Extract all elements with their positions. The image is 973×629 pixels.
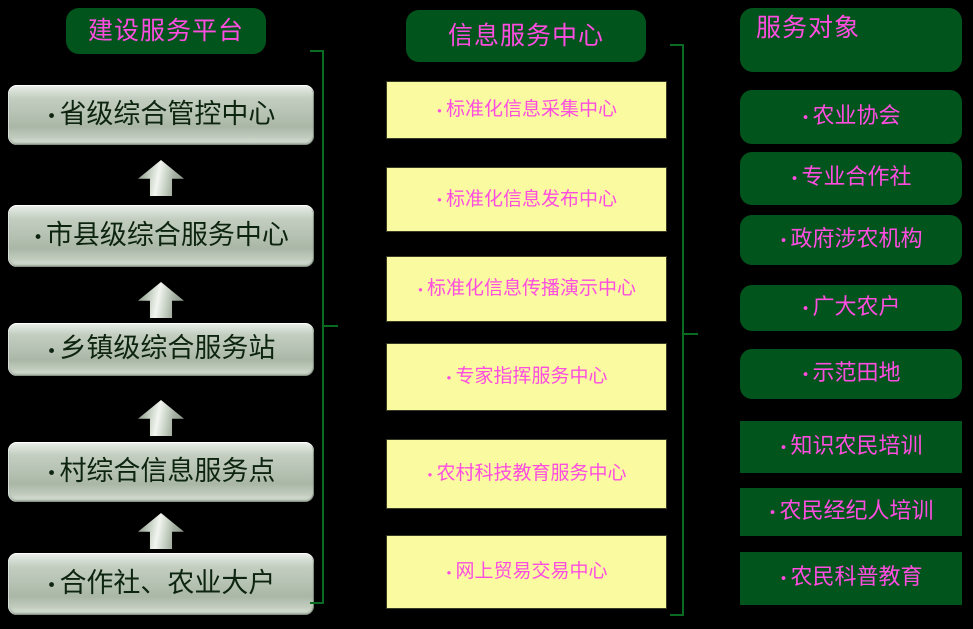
right-box-4[interactable]: 广大农户 <box>740 285 962 331</box>
bullet-icon <box>436 109 443 111</box>
right-box-1[interactable]: 农业协会 <box>740 90 962 144</box>
bracket-arm-middle <box>324 325 338 327</box>
bracket-arm-top <box>310 50 324 52</box>
left-box-2-label: 市县级综合服务中心 <box>33 220 289 251</box>
bullet-icon <box>417 288 424 290</box>
left-box-1-label: 省级综合管控中心 <box>47 99 275 130</box>
bullet-icon <box>801 307 809 309</box>
middle-box-4-label: 专家指挥服务中心 <box>446 366 607 387</box>
bullet-icon <box>768 511 776 513</box>
bullet-icon <box>446 376 453 378</box>
middle-box-2[interactable]: 标准化信息发布中心 <box>386 167 667 232</box>
connector-bracket-left <box>310 50 338 604</box>
column-header-left: 建设服务平台 <box>66 8 266 54</box>
up-arrow-2 <box>138 282 184 318</box>
bullet-icon <box>790 177 798 179</box>
right-box-3-label: 政府涉农机构 <box>779 227 923 253</box>
left-box-1[interactable]: 省级综合管控中心 <box>8 85 314 145</box>
bullet-icon <box>427 473 434 475</box>
bullet-icon <box>47 114 57 116</box>
left-box-3[interactable]: 乡镇级综合服务站 <box>8 323 314 376</box>
right-box-8[interactable]: 农民科普教育 <box>740 552 962 605</box>
bracket-arm-bottom <box>310 602 324 604</box>
bracket-arm-middle <box>684 333 698 335</box>
middle-box-1-label: 标准化信息采集中心 <box>436 99 617 120</box>
bullet-icon <box>47 349 57 351</box>
middle-box-4[interactable]: 专家指挥服务中心 <box>386 343 667 411</box>
middle-box-5[interactable]: 农村科技教育服务中心 <box>386 439 667 509</box>
bullet-icon <box>779 577 787 579</box>
right-box-1-label: 农业协会 <box>801 104 901 130</box>
right-box-2[interactable]: 专业合作社 <box>740 152 962 205</box>
middle-box-3-label: 标准化信息传播演示中心 <box>417 278 636 299</box>
bracket-arm-bottom <box>670 614 684 616</box>
right-box-4-label: 广大农户 <box>801 295 901 321</box>
bullet-icon <box>47 583 57 585</box>
left-box-3-label: 乡镇级综合服务站 <box>47 334 275 364</box>
column-header-right-label: 服务对象 <box>756 13 861 42</box>
middle-box-6-label: 网上贸易交易中心 <box>446 561 607 582</box>
middle-box-5-label: 农村科技教育服务中心 <box>427 463 626 484</box>
right-box-6[interactable]: 知识农民培训 <box>740 421 962 473</box>
bullet-icon <box>446 571 453 573</box>
right-box-7-label: 农民经纪人培训 <box>768 499 934 525</box>
bullet-icon <box>33 235 43 237</box>
middle-box-2-label: 标准化信息发布中心 <box>436 188 617 210</box>
bullet-icon <box>47 471 57 473</box>
left-box-5[interactable]: 合作社、农业大户 <box>8 553 314 615</box>
up-arrow-3 <box>138 400 184 436</box>
right-box-3[interactable]: 政府涉农机构 <box>740 215 962 265</box>
up-arrow-4 <box>138 513 184 549</box>
bullet-icon <box>779 446 787 448</box>
middle-box-1[interactable]: 标准化信息采集中心 <box>386 81 667 139</box>
right-box-7[interactable]: 农民经纪人培训 <box>740 488 962 536</box>
left-box-5-label: 合作社、农业大户 <box>47 568 275 599</box>
left-box-4-label: 村综合信息服务点 <box>47 456 275 487</box>
right-box-2-label: 专业合作社 <box>790 165 912 191</box>
bracket-spine <box>682 44 684 616</box>
column-header-middle: 信息服务中心 <box>406 10 646 62</box>
bracket-spine <box>322 50 324 604</box>
right-box-5[interactable]: 示范田地 <box>740 349 962 399</box>
middle-box-6[interactable]: 网上贸易交易中心 <box>386 535 667 609</box>
bullet-icon <box>779 239 787 241</box>
column-header-right: 服务对象 <box>740 8 962 72</box>
column-header-middle-label: 信息服务中心 <box>447 21 604 50</box>
left-box-4[interactable]: 村综合信息服务点 <box>8 442 314 502</box>
bullet-icon <box>801 116 809 118</box>
connector-bracket-right <box>670 44 698 616</box>
bracket-arm-top <box>670 44 684 46</box>
right-box-8-label: 农民科普教育 <box>779 565 923 591</box>
bullet-icon <box>801 373 809 375</box>
column-header-left-label: 建设服务平台 <box>87 16 244 45</box>
right-box-6-label: 知识农民培训 <box>779 434 923 460</box>
left-box-2[interactable]: 市县级综合服务中心 <box>8 205 314 267</box>
middle-box-3[interactable]: 标准化信息传播演示中心 <box>386 256 667 322</box>
up-arrow-1 <box>138 160 184 196</box>
bullet-icon <box>436 198 443 200</box>
right-box-5-label: 示范田地 <box>801 361 901 387</box>
